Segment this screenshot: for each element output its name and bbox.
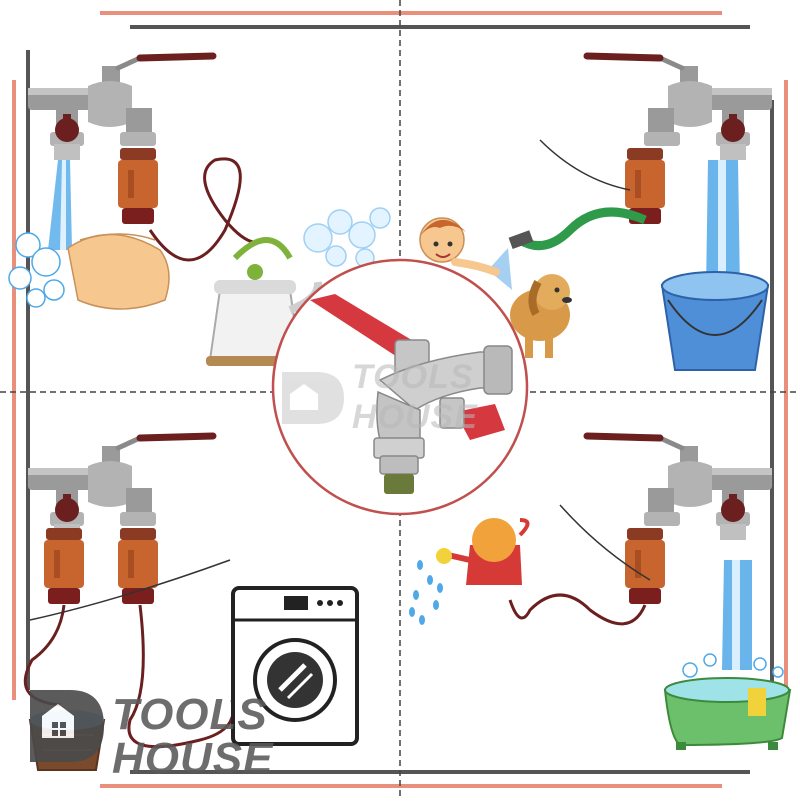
watermark-line1: TOOLS: [112, 690, 268, 739]
center-watermark-line2: HOUSE: [352, 398, 478, 436]
scene-washing-machine: [23, 436, 359, 771]
center-watermark-line1: TOOLS: [352, 358, 474, 396]
watermark-line2: HOUSE: [112, 734, 274, 783]
watermark-logo-mark: [30, 690, 104, 762]
product-closeup: [271, 258, 529, 516]
scene-bucket-and-pet: [419, 56, 772, 371]
scene-watering-and-bath: [409, 436, 792, 750]
